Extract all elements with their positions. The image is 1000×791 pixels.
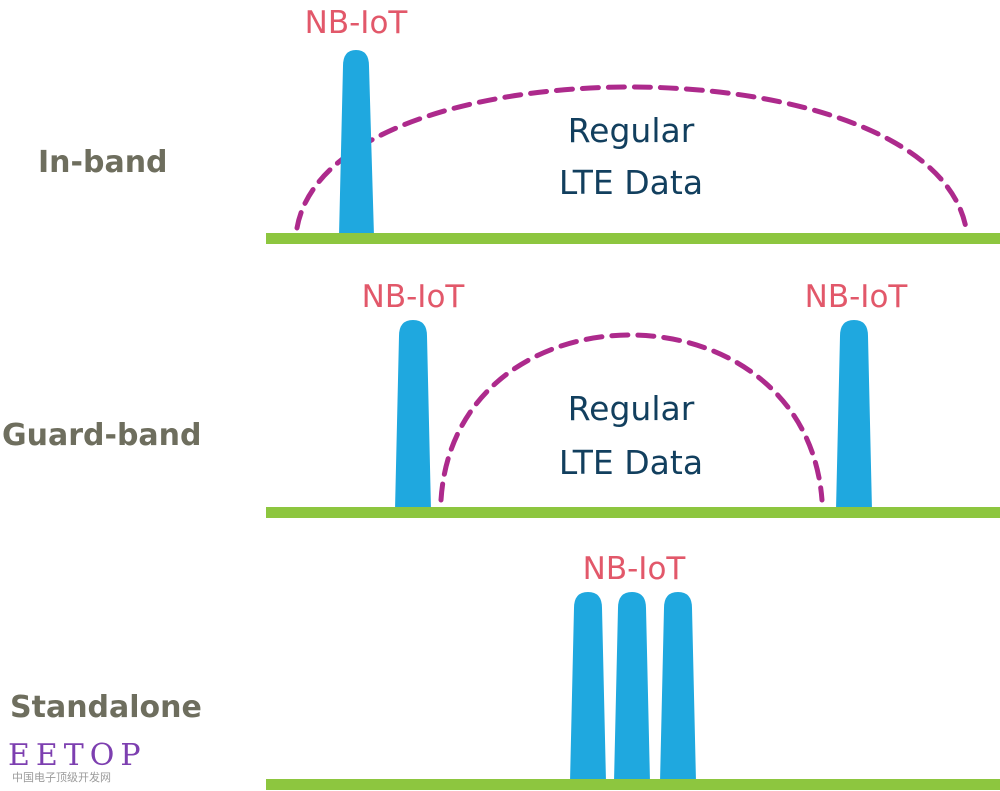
standalone-nb-iot-carrier-2 [614, 592, 650, 782]
in-band-nb-iot-label: NB-IoT [305, 5, 409, 41]
guard-band-lte-label-line1: Regular [568, 389, 695, 428]
standalone-nb-iot-carrier-1 [570, 592, 606, 782]
guard-band-lte-label-line2: LTE Data [559, 443, 703, 482]
in-band-section: In-band NB-IoT Regular LTE Data [38, 5, 1000, 244]
guard-band-nb-iot-carrier-left [395, 320, 431, 510]
in-band-baseline [266, 233, 1000, 244]
in-band-lte-label-line2: LTE Data [559, 163, 703, 202]
guard-band-nb-iot-carrier-right [836, 320, 872, 510]
in-band-nb-iot-carrier [339, 50, 374, 236]
guard-band-lte-envelope [438, 332, 825, 503]
guard-band-nb-iot-label-left: NB-IoT [362, 279, 466, 315]
guard-band-baseline [266, 507, 1000, 518]
in-band-label: In-band [38, 145, 168, 180]
in-band-lte-label-line1: Regular [568, 111, 695, 150]
guard-band-label: Guard-band [2, 418, 202, 453]
eetop-watermark: EETOP 中国电子顶级开发网 [8, 738, 147, 784]
watermark-logo-text: EETOP [8, 738, 147, 773]
standalone-baseline [266, 779, 1000, 790]
standalone-nb-iot-carrier-3 [660, 592, 696, 782]
standalone-label: Standalone [10, 690, 202, 725]
standalone-section: Standalone NB-IoT [10, 551, 1000, 790]
standalone-nb-iot-label: NB-IoT [583, 551, 687, 587]
guard-band-section: Guard-band NB-IoT NB-IoT Regular LTE Dat… [2, 279, 1000, 518]
guard-band-nb-iot-label-right: NB-IoT [805, 279, 909, 315]
watermark-subtitle: 中国电子顶级开发网 [12, 770, 111, 784]
in-band-lte-envelope [294, 84, 969, 231]
